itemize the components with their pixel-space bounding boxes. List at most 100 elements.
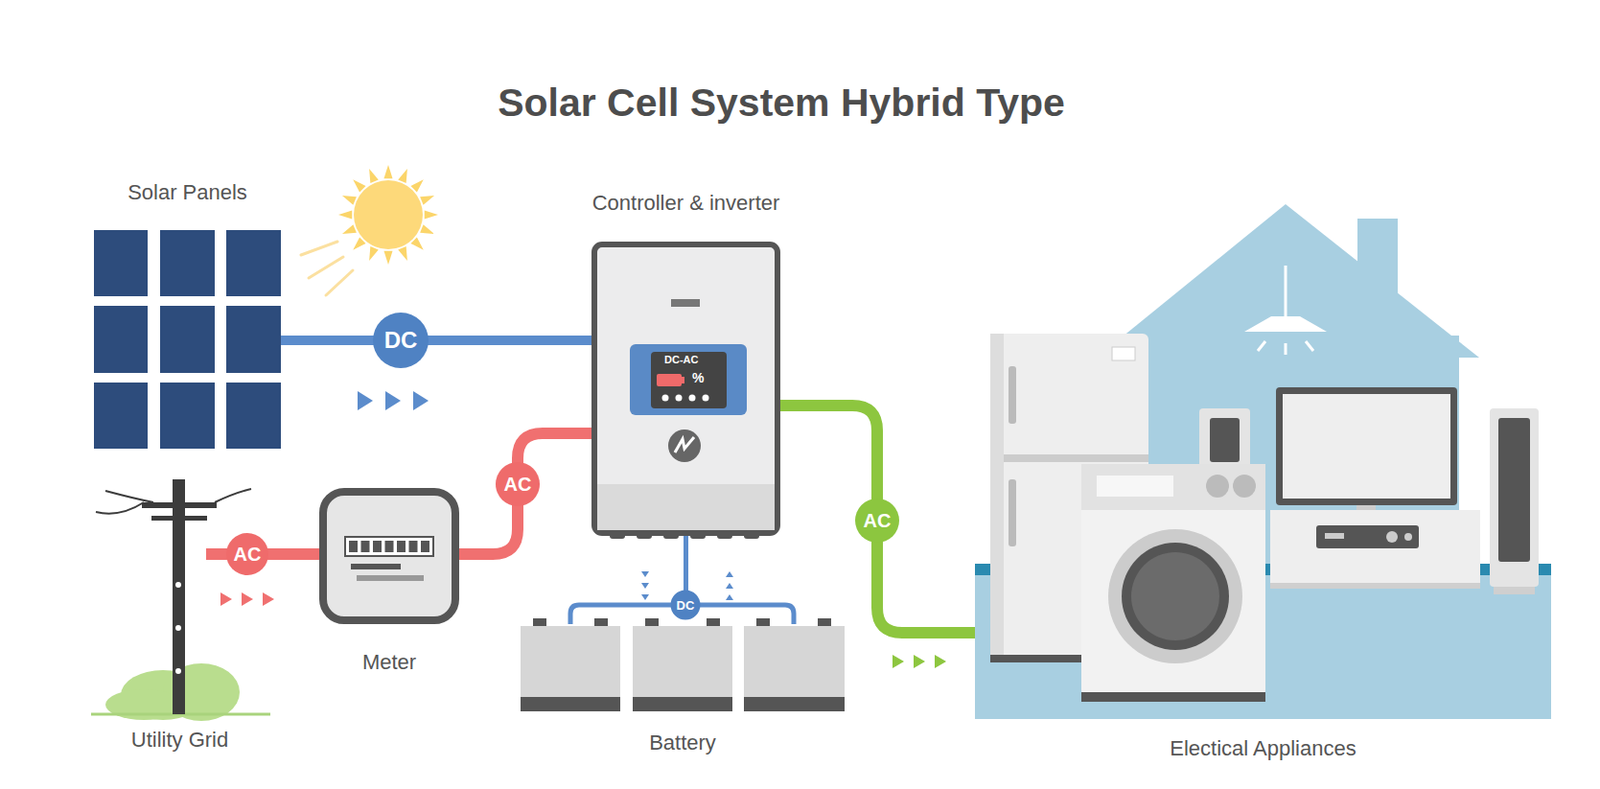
solar-panels-part [93, 305, 148, 373]
battery-part [520, 696, 621, 712]
utility-pole-part [95, 502, 144, 514]
sun-part [325, 270, 353, 296]
node-label: Solar Panels [127, 180, 248, 206]
meter-digit [385, 540, 395, 553]
inverter-part [675, 394, 683, 402]
connector-line [780, 405, 975, 633]
utility-grid-pole: Utility Grid [153, 479, 207, 715]
utility-pole-part [151, 515, 208, 521]
solar-panel-array: Solar Panels [93, 230, 281, 449]
fridge-part [990, 454, 1149, 463]
appliance-house: Electical Appliances [974, 204, 1552, 719]
sun-part [353, 180, 423, 250]
node-label: Electical Appliances [1169, 736, 1356, 762]
flow-arrows-part [262, 592, 275, 606]
utility-pole-part [175, 625, 182, 631]
meter-part [348, 540, 430, 553]
flow-arrows-part [220, 592, 232, 606]
washing-machine-part [1081, 463, 1266, 695]
sun-ray [419, 195, 435, 206]
node-label: Controller & inverter [592, 190, 781, 216]
sun-ray [397, 246, 408, 261]
tv-set [1270, 387, 1481, 589]
inverter-part [702, 394, 710, 402]
inverter-plug [717, 530, 733, 539]
flow-arrows-part [913, 654, 926, 669]
flow-arrows-part [241, 592, 254, 606]
sun-ray [383, 164, 393, 179]
washing-machine-part [1096, 475, 1174, 497]
tv-set-part [1404, 533, 1413, 541]
sun-ray [410, 236, 423, 250]
solar-panels-part [160, 305, 215, 373]
washing-machine [1081, 463, 1266, 702]
sun [301, 164, 439, 296]
tv-set-part [1386, 531, 1398, 543]
connector-label: AC [495, 462, 540, 507]
washing-machine-part [1081, 463, 1266, 511]
ceiling-lamp-part [1305, 341, 1314, 351]
inverter-part [597, 484, 775, 531]
washing-machine-part [1081, 692, 1266, 702]
flow-arrows-part [934, 654, 947, 669]
meter-digit [409, 540, 418, 553]
tv-set-part [1316, 525, 1419, 549]
meter-digit [361, 540, 371, 553]
fridge-part [1112, 347, 1136, 361]
screen-text: DC-AC [664, 353, 698, 366]
sun-ray [342, 224, 357, 234]
ceiling-lamp-part [1284, 265, 1288, 317]
connector-label: AC [226, 533, 269, 576]
inverter-part [656, 373, 682, 387]
sun-part [308, 256, 344, 279]
connector-line [280, 335, 592, 346]
tv-set-part [1270, 510, 1481, 587]
flow-arrows-part [725, 582, 734, 589]
battery-part [645, 618, 659, 627]
inverter-part [668, 429, 701, 463]
battery-part [520, 626, 621, 712]
solar-panels-part [93, 382, 148, 449]
connector-label: AC [855, 498, 900, 543]
battery-part [756, 618, 770, 627]
house-part [1357, 218, 1398, 296]
meter-part [323, 491, 456, 621]
flow-arrows-part [357, 391, 373, 411]
solar-panels-part [93, 230, 148, 297]
connector-label: DC [372, 312, 429, 369]
inverter-part [671, 299, 700, 307]
utility-pole [91, 479, 271, 721]
utility-pole-part [175, 668, 182, 674]
speaker-part [1489, 408, 1539, 587]
ceiling-lamp-part [1257, 341, 1266, 351]
tv-set-part [1282, 394, 1451, 499]
connector-line [459, 433, 592, 555]
washing-machine-part [1205, 474, 1229, 498]
washing-machine-part [1232, 474, 1256, 498]
meter-digit [396, 540, 406, 553]
battery-part [743, 626, 845, 712]
fridge-part [990, 333, 1004, 659]
meter-part [356, 575, 424, 581]
flow-arrows-part [892, 654, 905, 669]
inverter-part [650, 351, 727, 409]
sun-part [301, 241, 338, 256]
meter-digit [348, 540, 358, 553]
battery-part [706, 618, 720, 627]
sun-ray [397, 168, 408, 184]
battery [520, 618, 845, 712]
node-label: Battery [649, 730, 717, 756]
flow-arrows-part [385, 391, 401, 411]
ceiling-lamp-part [1284, 343, 1288, 355]
inverter-plug [743, 530, 760, 539]
meter-digit [420, 540, 430, 553]
inverter-plug [609, 530, 626, 539]
meter-box: Meter [319, 487, 460, 625]
sun-ray [369, 246, 379, 261]
washing-machine-part [1121, 542, 1229, 650]
fridge-part [1008, 479, 1017, 547]
connector-label: DC [671, 590, 701, 621]
solar-panels-part [160, 382, 215, 449]
battery-part [594, 618, 608, 627]
